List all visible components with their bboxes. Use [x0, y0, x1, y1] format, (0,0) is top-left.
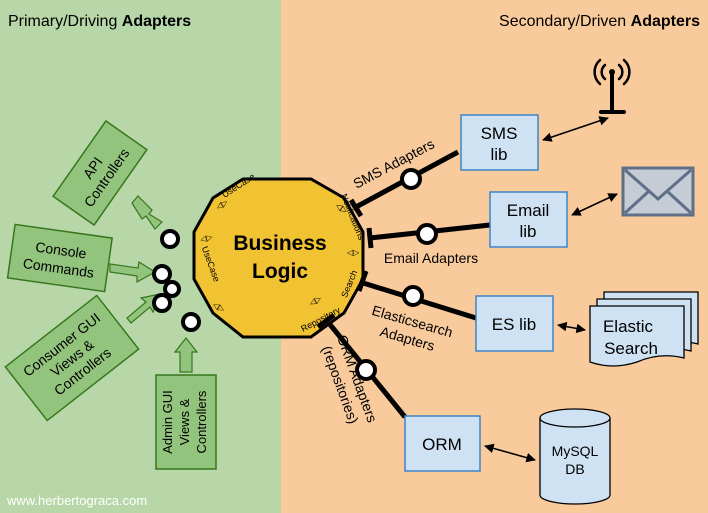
mysql-db-cylinder: MySQL DB — [539, 408, 611, 505]
email-plug-bar — [366, 227, 374, 249]
svg-text:Elastic: Elastic — [603, 317, 654, 336]
consumer-socket-1 — [152, 293, 172, 313]
sms-socket — [400, 168, 422, 190]
orm-lib-box: ORM — [404, 415, 481, 472]
port-arrow-right-2: ◁▷ — [347, 248, 360, 257]
sms-antenna-arrow — [542, 116, 609, 142]
email-adapters-label: Email Adapters — [384, 250, 478, 266]
admin-arrow — [173, 337, 199, 373]
svg-text:SMS: SMS — [481, 124, 518, 143]
es-elastic-arrow — [557, 321, 586, 334]
core-title: Business — [233, 232, 326, 255]
svg-text:lib: lib — [519, 222, 536, 241]
core-subtitle: Logic — [252, 260, 308, 283]
orm-plug-bar — [316, 313, 336, 329]
antenna-icon — [593, 58, 631, 114]
business-logic-core — [192, 177, 365, 339]
svg-text:Email: Email — [507, 201, 550, 220]
es-socket — [402, 285, 424, 307]
console-arrow — [109, 261, 157, 284]
email-lib-box: Email lib — [489, 191, 568, 248]
api-socket — [160, 229, 180, 249]
svg-text:Views &: Views & — [177, 398, 192, 445]
envelope-icon — [621, 166, 695, 217]
sms-plug-bar — [348, 198, 364, 218]
console-socket — [152, 264, 172, 284]
svg-text:MySQL: MySQL — [552, 443, 599, 459]
primary-side-header: Primary/Driving Adapters — [8, 13, 191, 30]
svg-text:Search: Search — [604, 339, 658, 358]
es-lib-box: ES lib — [475, 295, 554, 352]
secondary-side-header: Secondary/Driven Adapters — [499, 13, 700, 30]
svg-text:ES lib: ES lib — [492, 315, 536, 334]
orm-socket — [355, 359, 377, 381]
svg-text:Controllers: Controllers — [194, 390, 209, 453]
es-plug-bar — [356, 270, 369, 292]
consumer-socket-2 — [163, 280, 181, 298]
sms-lib-box: SMS lib — [460, 114, 539, 171]
elastic-search-stack: Elastic Search — [589, 291, 699, 367]
console-commands-adapter: Console Commands — [6, 223, 113, 293]
svg-text:DB: DB — [565, 461, 584, 477]
port-arrow-left-1: ◁▷ — [199, 232, 214, 244]
svg-text:lib: lib — [490, 145, 507, 164]
orm-mysql-arrow — [484, 443, 536, 463]
admin-socket — [181, 312, 201, 332]
api-arrow — [131, 195, 163, 230]
svg-text:Console: Console — [34, 239, 87, 262]
admin-gui-adapter: Admin GUI Views & Controllers — [155, 374, 217, 470]
svg-text:Admin GUI: Admin GUI — [160, 390, 175, 454]
svg-text:ORM: ORM — [422, 435, 462, 454]
footer-credit: www.herbertograca.com — [6, 493, 147, 508]
email-envelope-arrow — [571, 193, 618, 216]
email-socket — [416, 223, 438, 245]
